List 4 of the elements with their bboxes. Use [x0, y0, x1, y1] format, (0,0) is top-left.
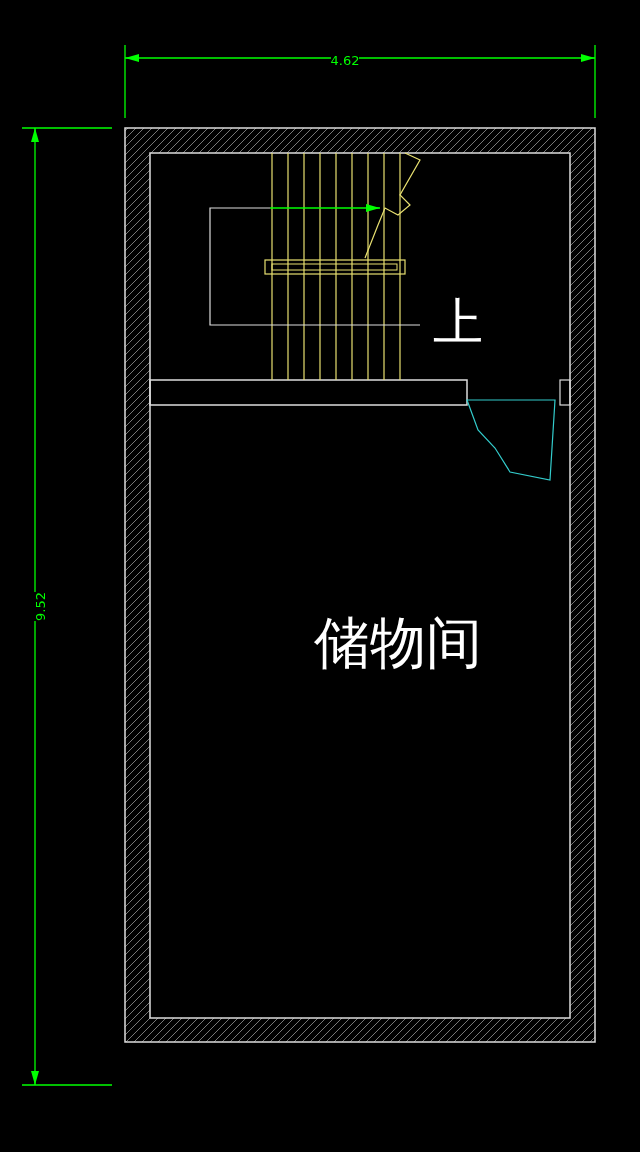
stair-direction-label: 上 — [433, 297, 483, 347]
dimension-label: 4.62 — [330, 53, 360, 67]
dimension-label: 9.52 — [33, 591, 47, 621]
room-label: 储物间 — [314, 615, 482, 671]
